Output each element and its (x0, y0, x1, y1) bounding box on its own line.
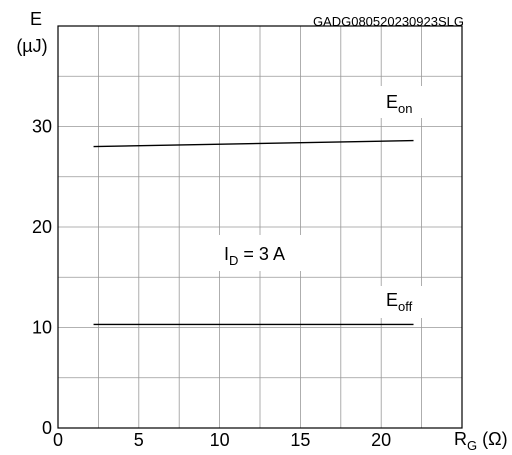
y-tick-label: 10 (32, 318, 52, 338)
x-tick-label: 10 (210, 430, 230, 450)
chart-code: GADG080520230923SLG (313, 14, 464, 29)
y-axis-unit: (µJ) (16, 36, 47, 56)
series-label-eon-text: Eon (386, 92, 412, 116)
series-label-eon: Eon (380, 86, 422, 118)
condition-label: ID = 3 A (224, 244, 285, 268)
tick-labels: 0 5 10 15 20 0 10 20 30 (32, 117, 391, 451)
x-tick-label: 15 (290, 430, 310, 450)
condition-box: ID = 3 A (214, 235, 304, 271)
condition-main: I (224, 244, 229, 264)
plot-frame (57, 25, 463, 429)
y-tick-label: 0 (42, 418, 52, 438)
condition-rest: = 3 A (238, 244, 285, 264)
y-tick-label: 20 (32, 217, 52, 237)
series-label-eoff-sub: off (398, 299, 413, 314)
series-label-eon-main: E (386, 92, 398, 112)
x-axis-label-main: R (454, 429, 467, 449)
series-layer (93, 139, 414, 326)
y-tick-label: 30 (32, 117, 52, 137)
grid (58, 26, 462, 428)
x-tick-label: 20 (371, 430, 391, 450)
x-axis-label-unit: (Ω) (477, 429, 507, 449)
series-label-eoff-text: Eoff (386, 290, 413, 314)
series-line-eon (93, 139, 414, 148)
series-label-eoff: Eoff (380, 286, 422, 318)
x-axis-label: RG (Ω) (454, 429, 508, 453)
x-tick-label: 0 (53, 430, 63, 450)
x-tick-label: 5 (134, 430, 144, 450)
series-label-eoff-main: E (386, 290, 398, 310)
x-axis-label-sub: G (467, 438, 477, 453)
condition-sub: D (229, 253, 238, 268)
series-label-eon-sub: on (398, 101, 412, 116)
y-axis-label: E (30, 9, 42, 29)
